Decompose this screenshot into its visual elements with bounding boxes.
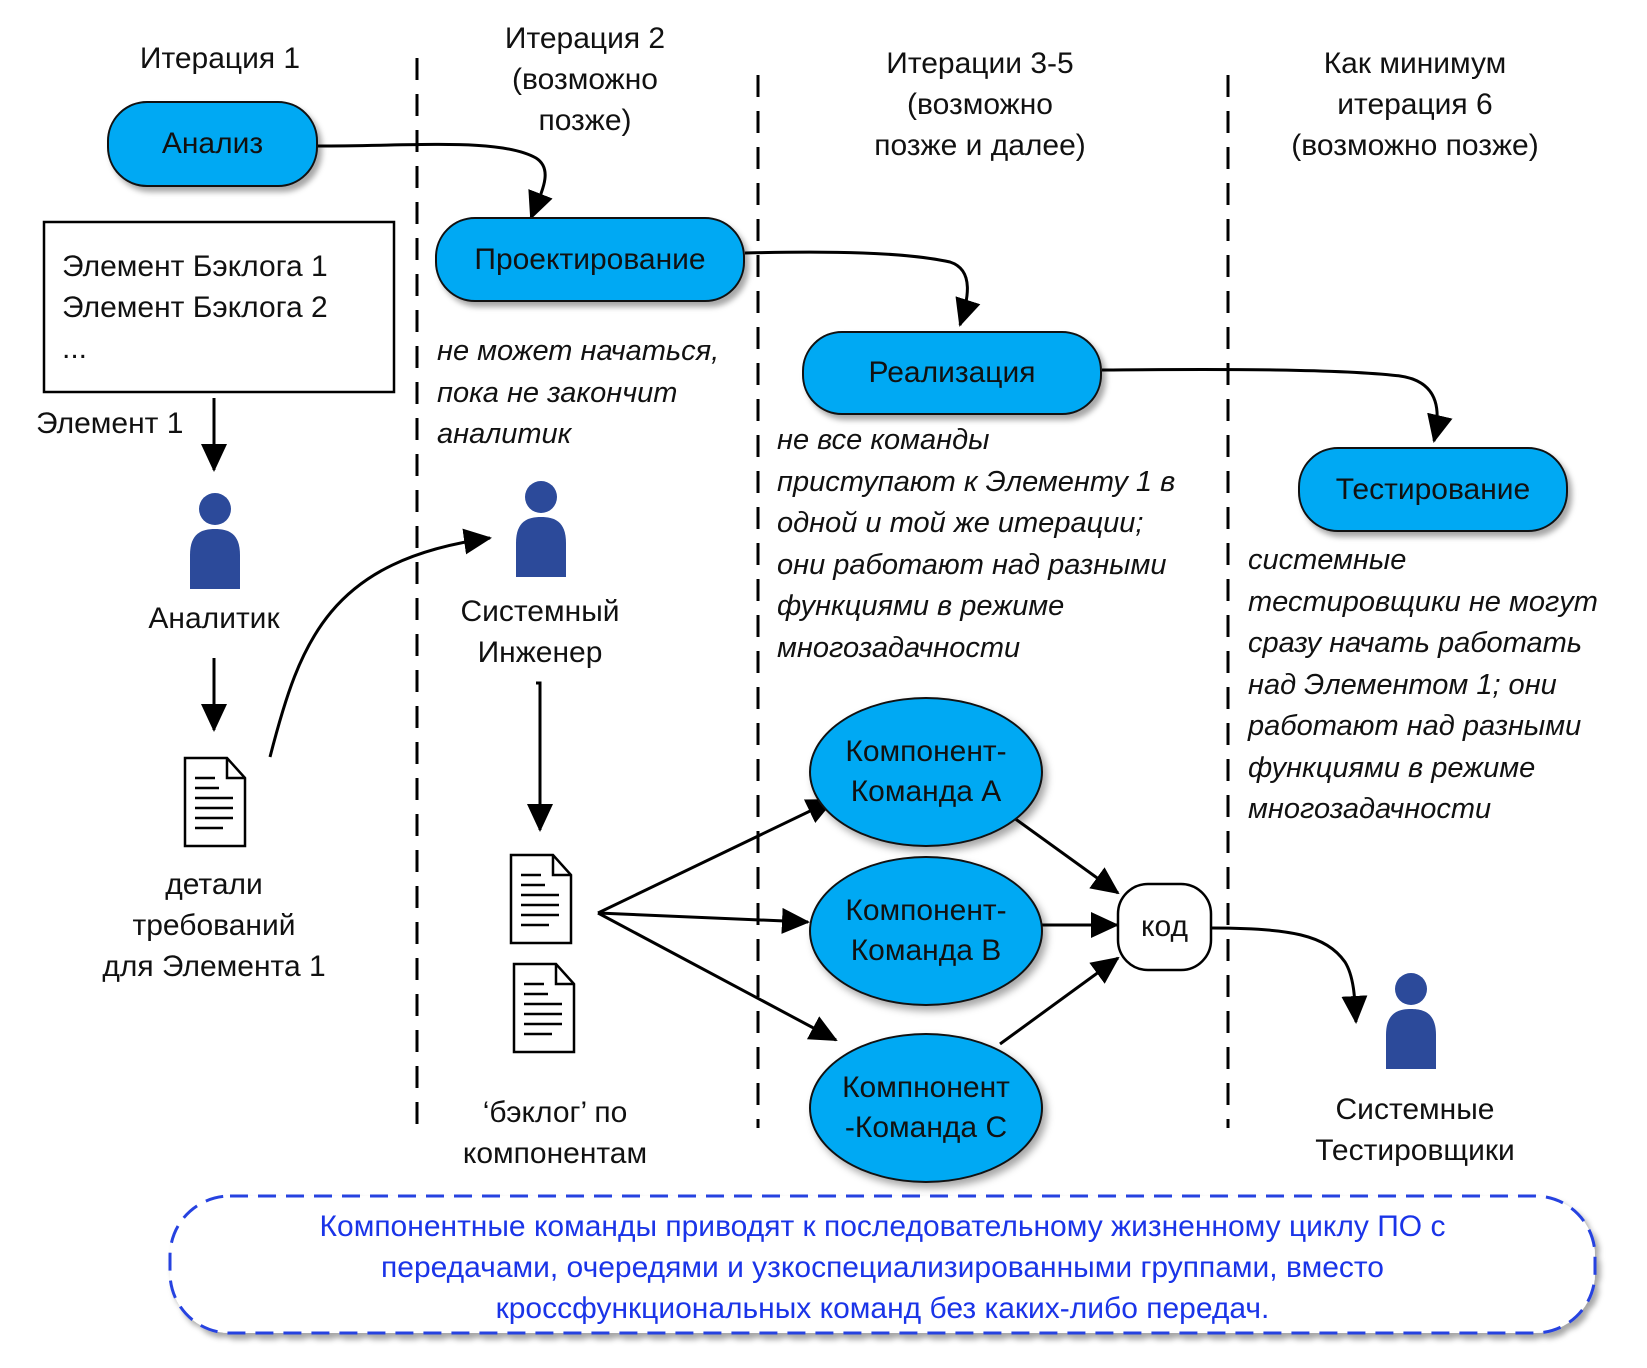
team-c-to-code-arrow	[999, 956, 1120, 1046]
backlog-to-team-b-arrow	[597, 907, 810, 934]
phase-implementation-label: Реализация	[868, 356, 1036, 389]
person-icon	[1386, 973, 1436, 1069]
person-icon	[516, 481, 566, 577]
phase-testing: Тестирование	[1298, 447, 1568, 532]
footer-note: Компонентные команды приводят к последов…	[319, 1210, 1446, 1325]
team-a-to-code-arrow	[1002, 808, 1120, 895]
backlog-box	[42, 220, 396, 394]
code-label: код	[1141, 910, 1188, 943]
code-to-testers-arrow	[1211, 926, 1368, 1024]
phase-analysis: Анализ	[107, 101, 318, 187]
backlog-to-team-a-arrow	[597, 798, 835, 915]
footer-box	[168, 1194, 1597, 1335]
phase-design-label: Проектирование	[474, 242, 706, 276]
implementation-to-testing-arrow	[1101, 368, 1453, 443]
component-team-a: Компонент-Команда А	[809, 697, 1043, 847]
phase-testing-label: Тестирование	[1335, 472, 1531, 506]
backlog-to-team-c-arrow	[597, 911, 838, 1042]
analysis-to-design-arrow	[317, 142, 553, 220]
phase-analysis-label: Анализ	[161, 127, 264, 160]
details-to-engineer-arrow	[268, 528, 492, 758]
engineer-to-backlog-arrow	[527, 681, 553, 832]
document-icon	[183, 756, 247, 848]
component-team-c: Компнонент-Команда С	[809, 1033, 1043, 1183]
person-icon	[190, 493, 240, 589]
component-team-b: Компонент-Команда В	[809, 856, 1043, 1006]
document-icon	[509, 853, 573, 945]
code-shape	[1116, 882, 1213, 972]
phase-design: Проектирование	[435, 217, 745, 302]
column-header-iteration-1: Итерация 1	[139, 42, 301, 75]
phase-implementation: Реализация	[802, 331, 1102, 415]
design-to-implementation-arrow	[744, 250, 981, 327]
analyst-label: Аналитик	[148, 602, 280, 635]
element1-label: Элемент 1	[36, 407, 184, 440]
document-icon	[512, 962, 576, 1054]
